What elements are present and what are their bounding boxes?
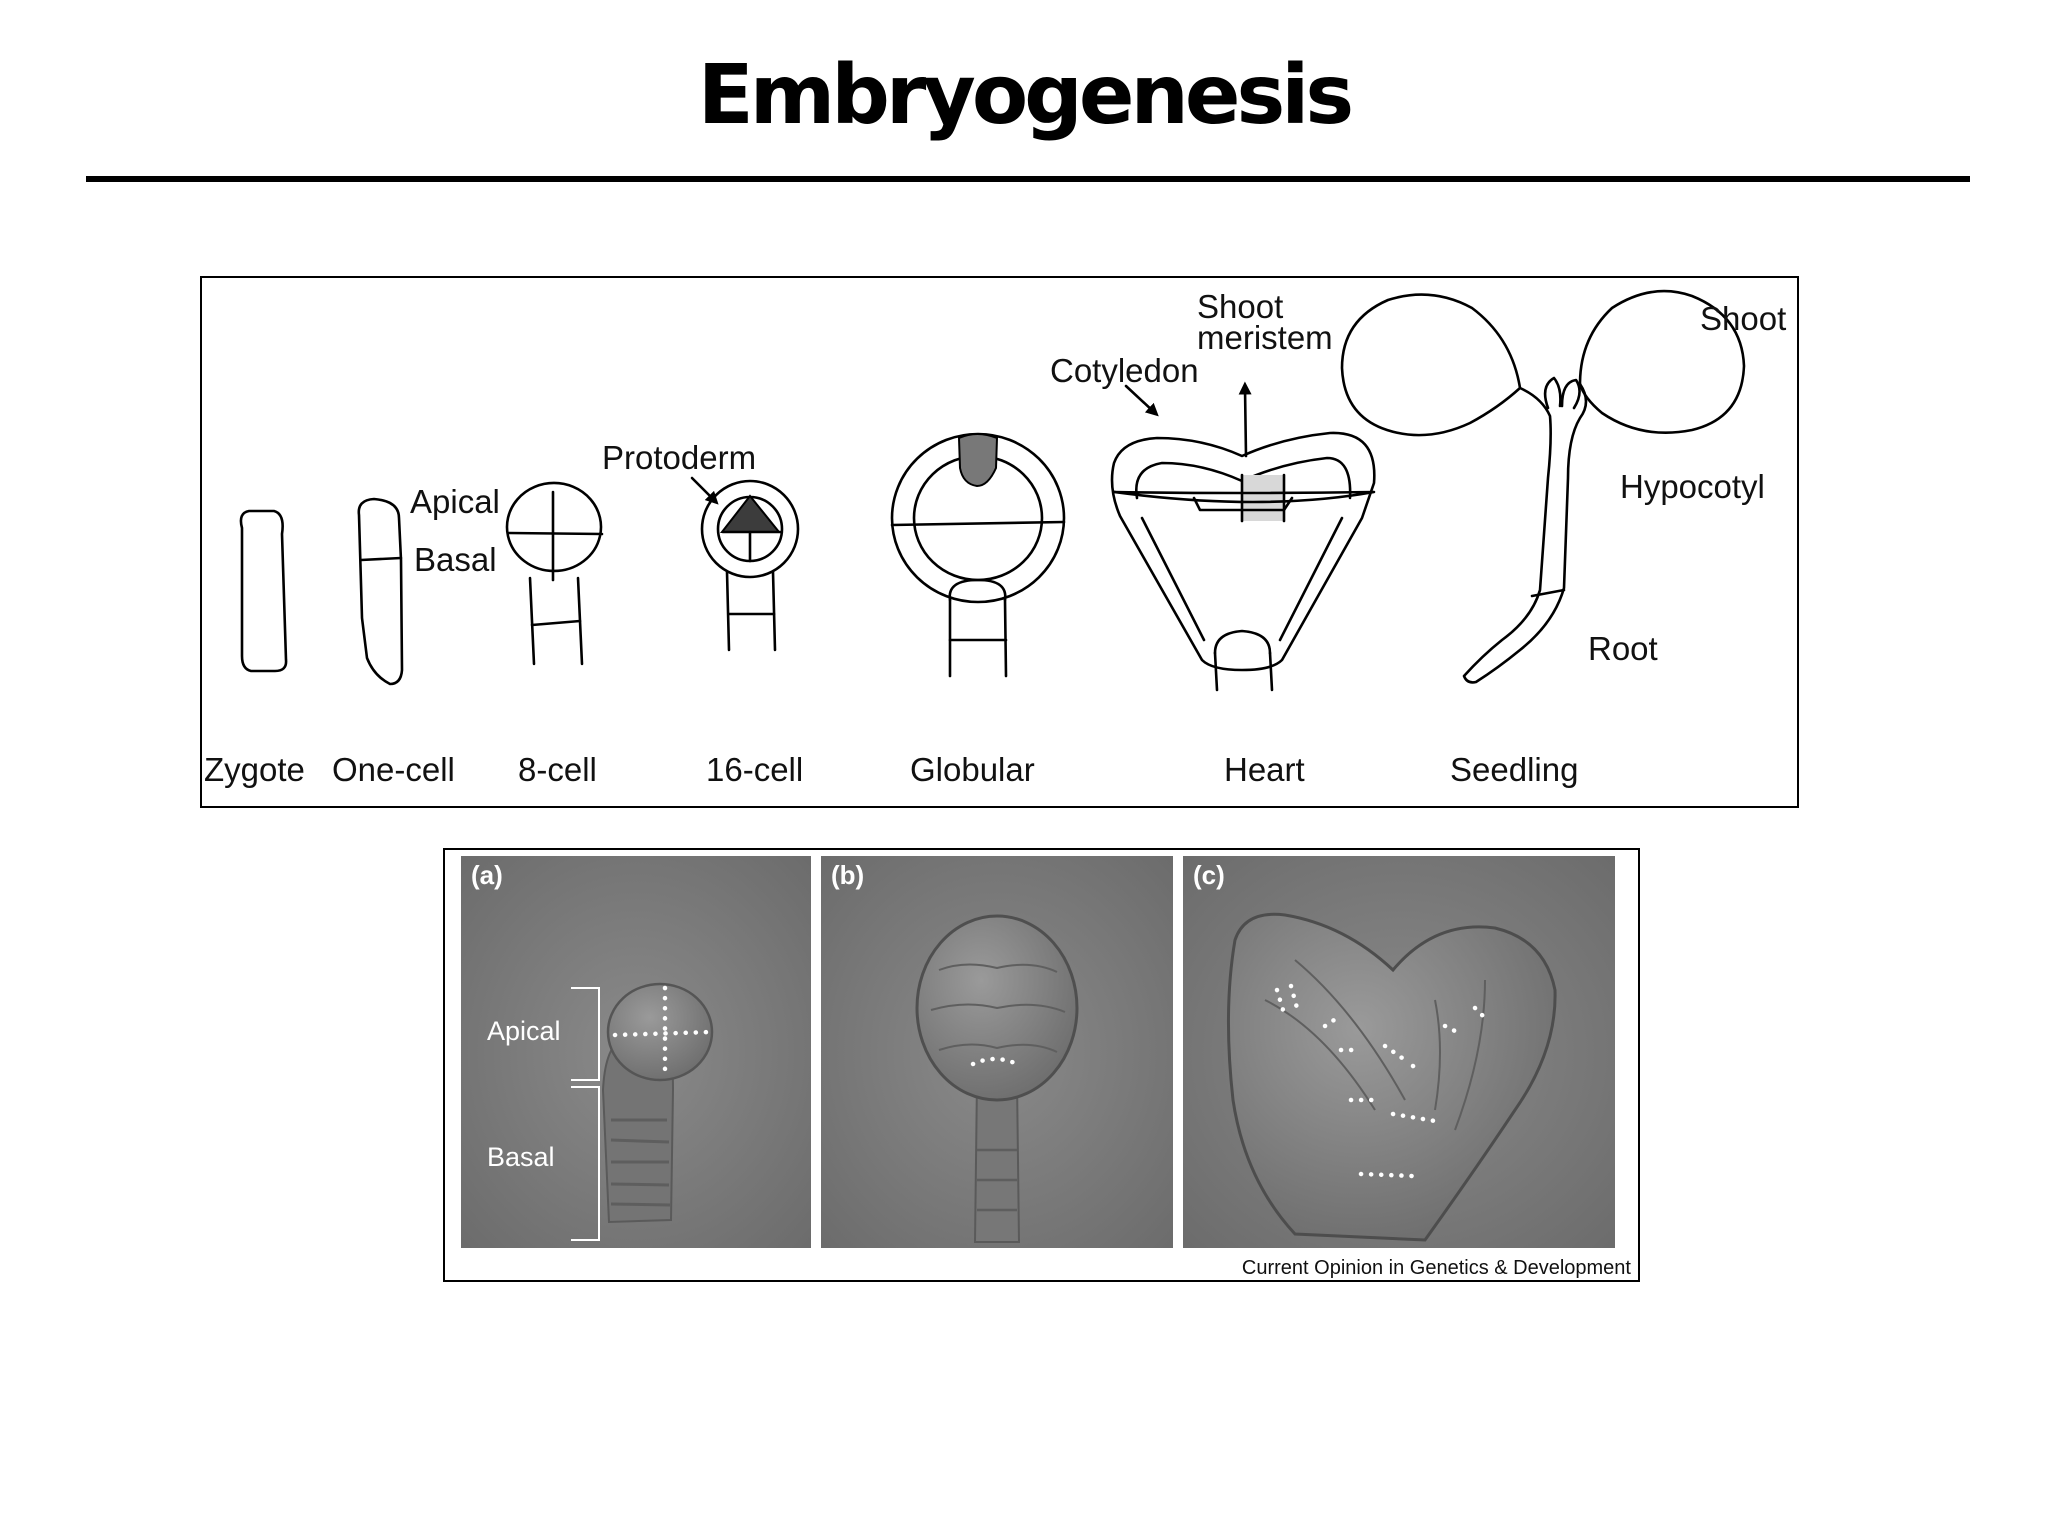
annotation-shoot: Shoot <box>1700 300 1786 337</box>
annotation-apical: Apical <box>410 483 500 520</box>
stage-label-one-cell: One-cell <box>332 751 455 788</box>
heart-drawing <box>1110 381 1376 692</box>
seedling-drawing <box>1340 289 1746 684</box>
stages-drawing: Apical Basal Protoderm Shoot meristem Co… <box>204 288 1786 788</box>
micrograph-panels: (a) Apical Basal (b) (c) Curr <box>461 856 1632 1279</box>
micrograph-panel-c: (c) <box>1183 856 1615 1248</box>
annotation-shoot-meristem-line2: meristem <box>1197 319 1333 356</box>
micrograph-figure: (a) Apical Basal (b) (c) Curr <box>443 848 1640 1282</box>
title-divider <box>86 176 1970 182</box>
annotation-protoderm: Protoderm <box>602 439 756 476</box>
figure-credit: Current Opinion in Genetics & Developmen… <box>1242 1257 1632 1279</box>
zygote-drawing <box>239 509 288 673</box>
stage-label-8-cell: 8-cell <box>518 751 597 788</box>
stage-label-seedling: Seedling <box>1450 751 1578 788</box>
stage-label-16-cell: 16-cell <box>706 751 803 788</box>
one-cell-drawing <box>357 497 404 686</box>
protoderm-arrow <box>690 476 719 505</box>
embryo-stages-diagram: Apical Basal Protoderm Shoot meristem Co… <box>200 276 1799 808</box>
annotation-hypocotyl: Hypocotyl <box>1620 468 1765 505</box>
stage-label-heart: Heart <box>1224 751 1305 788</box>
annotation-root: Root <box>1588 630 1658 667</box>
stage-label-zygote: Zygote <box>204 751 305 788</box>
stage-label-globular: Globular <box>910 751 1035 788</box>
panel-a-basal-label: Basal <box>487 1142 555 1172</box>
annotation-shoot-meristem-line1: Shoot <box>1197 288 1283 325</box>
micrograph-panel-a: (a) Apical Basal <box>461 856 811 1248</box>
panel-a-apical-label: Apical <box>487 1016 561 1046</box>
annotation-cotyledon: Cotyledon <box>1050 352 1199 389</box>
annotation-basal: Basal <box>414 541 497 578</box>
slide-title: Embryogenesis <box>697 48 1354 143</box>
eight-cell-drawing <box>505 481 604 666</box>
sixteen-cell-drawing <box>700 479 800 652</box>
panel-a-label: (a) <box>471 860 503 890</box>
panel-b-label: (b) <box>831 860 864 890</box>
micrograph-panel-b: (b) <box>821 856 1173 1248</box>
globular-drawing <box>890 432 1066 678</box>
panel-c-label: (c) <box>1193 860 1225 890</box>
